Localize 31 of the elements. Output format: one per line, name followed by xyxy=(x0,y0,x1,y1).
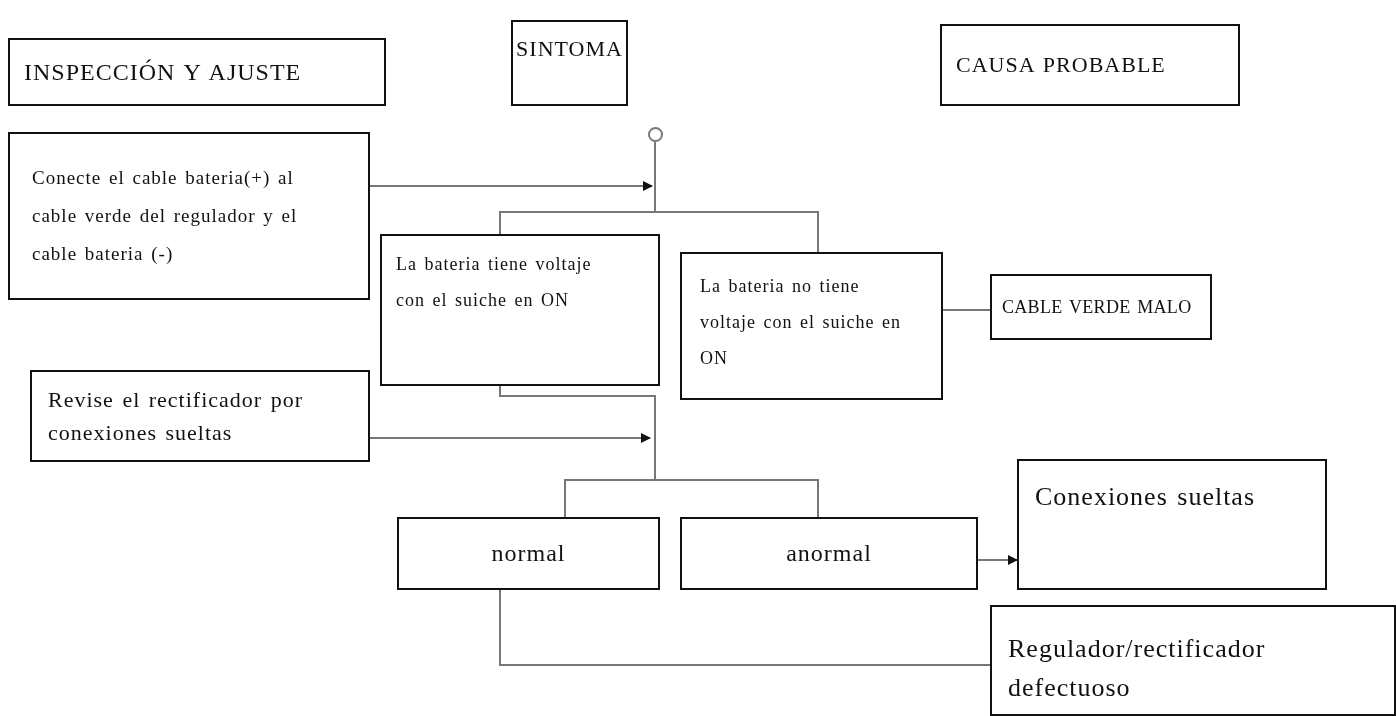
connector-line xyxy=(499,589,991,666)
box-text: CABLE VERDE MALO xyxy=(1002,295,1192,319)
process-box xyxy=(380,234,660,386)
connector-line xyxy=(942,309,991,311)
box-text: CAUSA PROBABLE xyxy=(956,51,1166,80)
process-box xyxy=(8,38,386,106)
process-box xyxy=(680,517,978,590)
box-text: SINTOMA xyxy=(516,35,623,63)
process-box xyxy=(511,20,628,106)
box-text: La bateria tiene voltaje con el suiche en ON xyxy=(396,253,593,312)
box-text: Conexiones sueltas xyxy=(1035,481,1256,513)
arrow xyxy=(977,555,1018,565)
box-text: Regulador/rectificador defectuoso xyxy=(1008,633,1267,704)
process-box xyxy=(990,605,1396,716)
arrow xyxy=(369,433,651,443)
process-box xyxy=(940,24,1240,106)
process-box xyxy=(30,370,370,462)
process-box xyxy=(397,517,660,590)
box-text: Revise el rectificador por conexiones sueltas xyxy=(48,386,304,447)
box-text: normal xyxy=(491,539,566,569)
box-text: Conecte el cable bateria(+) al cable verde del regulador y el cable bateria (-) xyxy=(32,166,299,266)
process-box xyxy=(1017,459,1327,590)
junction-circle xyxy=(648,127,663,142)
process-box xyxy=(680,252,943,400)
box-text: INSPECCIÓN Y AJUSTE xyxy=(24,57,302,87)
box-text: La bateria no tiene voltaje con el suiche en ON xyxy=(700,275,901,370)
process-box xyxy=(8,132,370,300)
process-box xyxy=(990,274,1212,340)
box-text: anormal xyxy=(786,539,872,569)
arrow xyxy=(369,181,653,191)
connector-line xyxy=(654,141,819,253)
